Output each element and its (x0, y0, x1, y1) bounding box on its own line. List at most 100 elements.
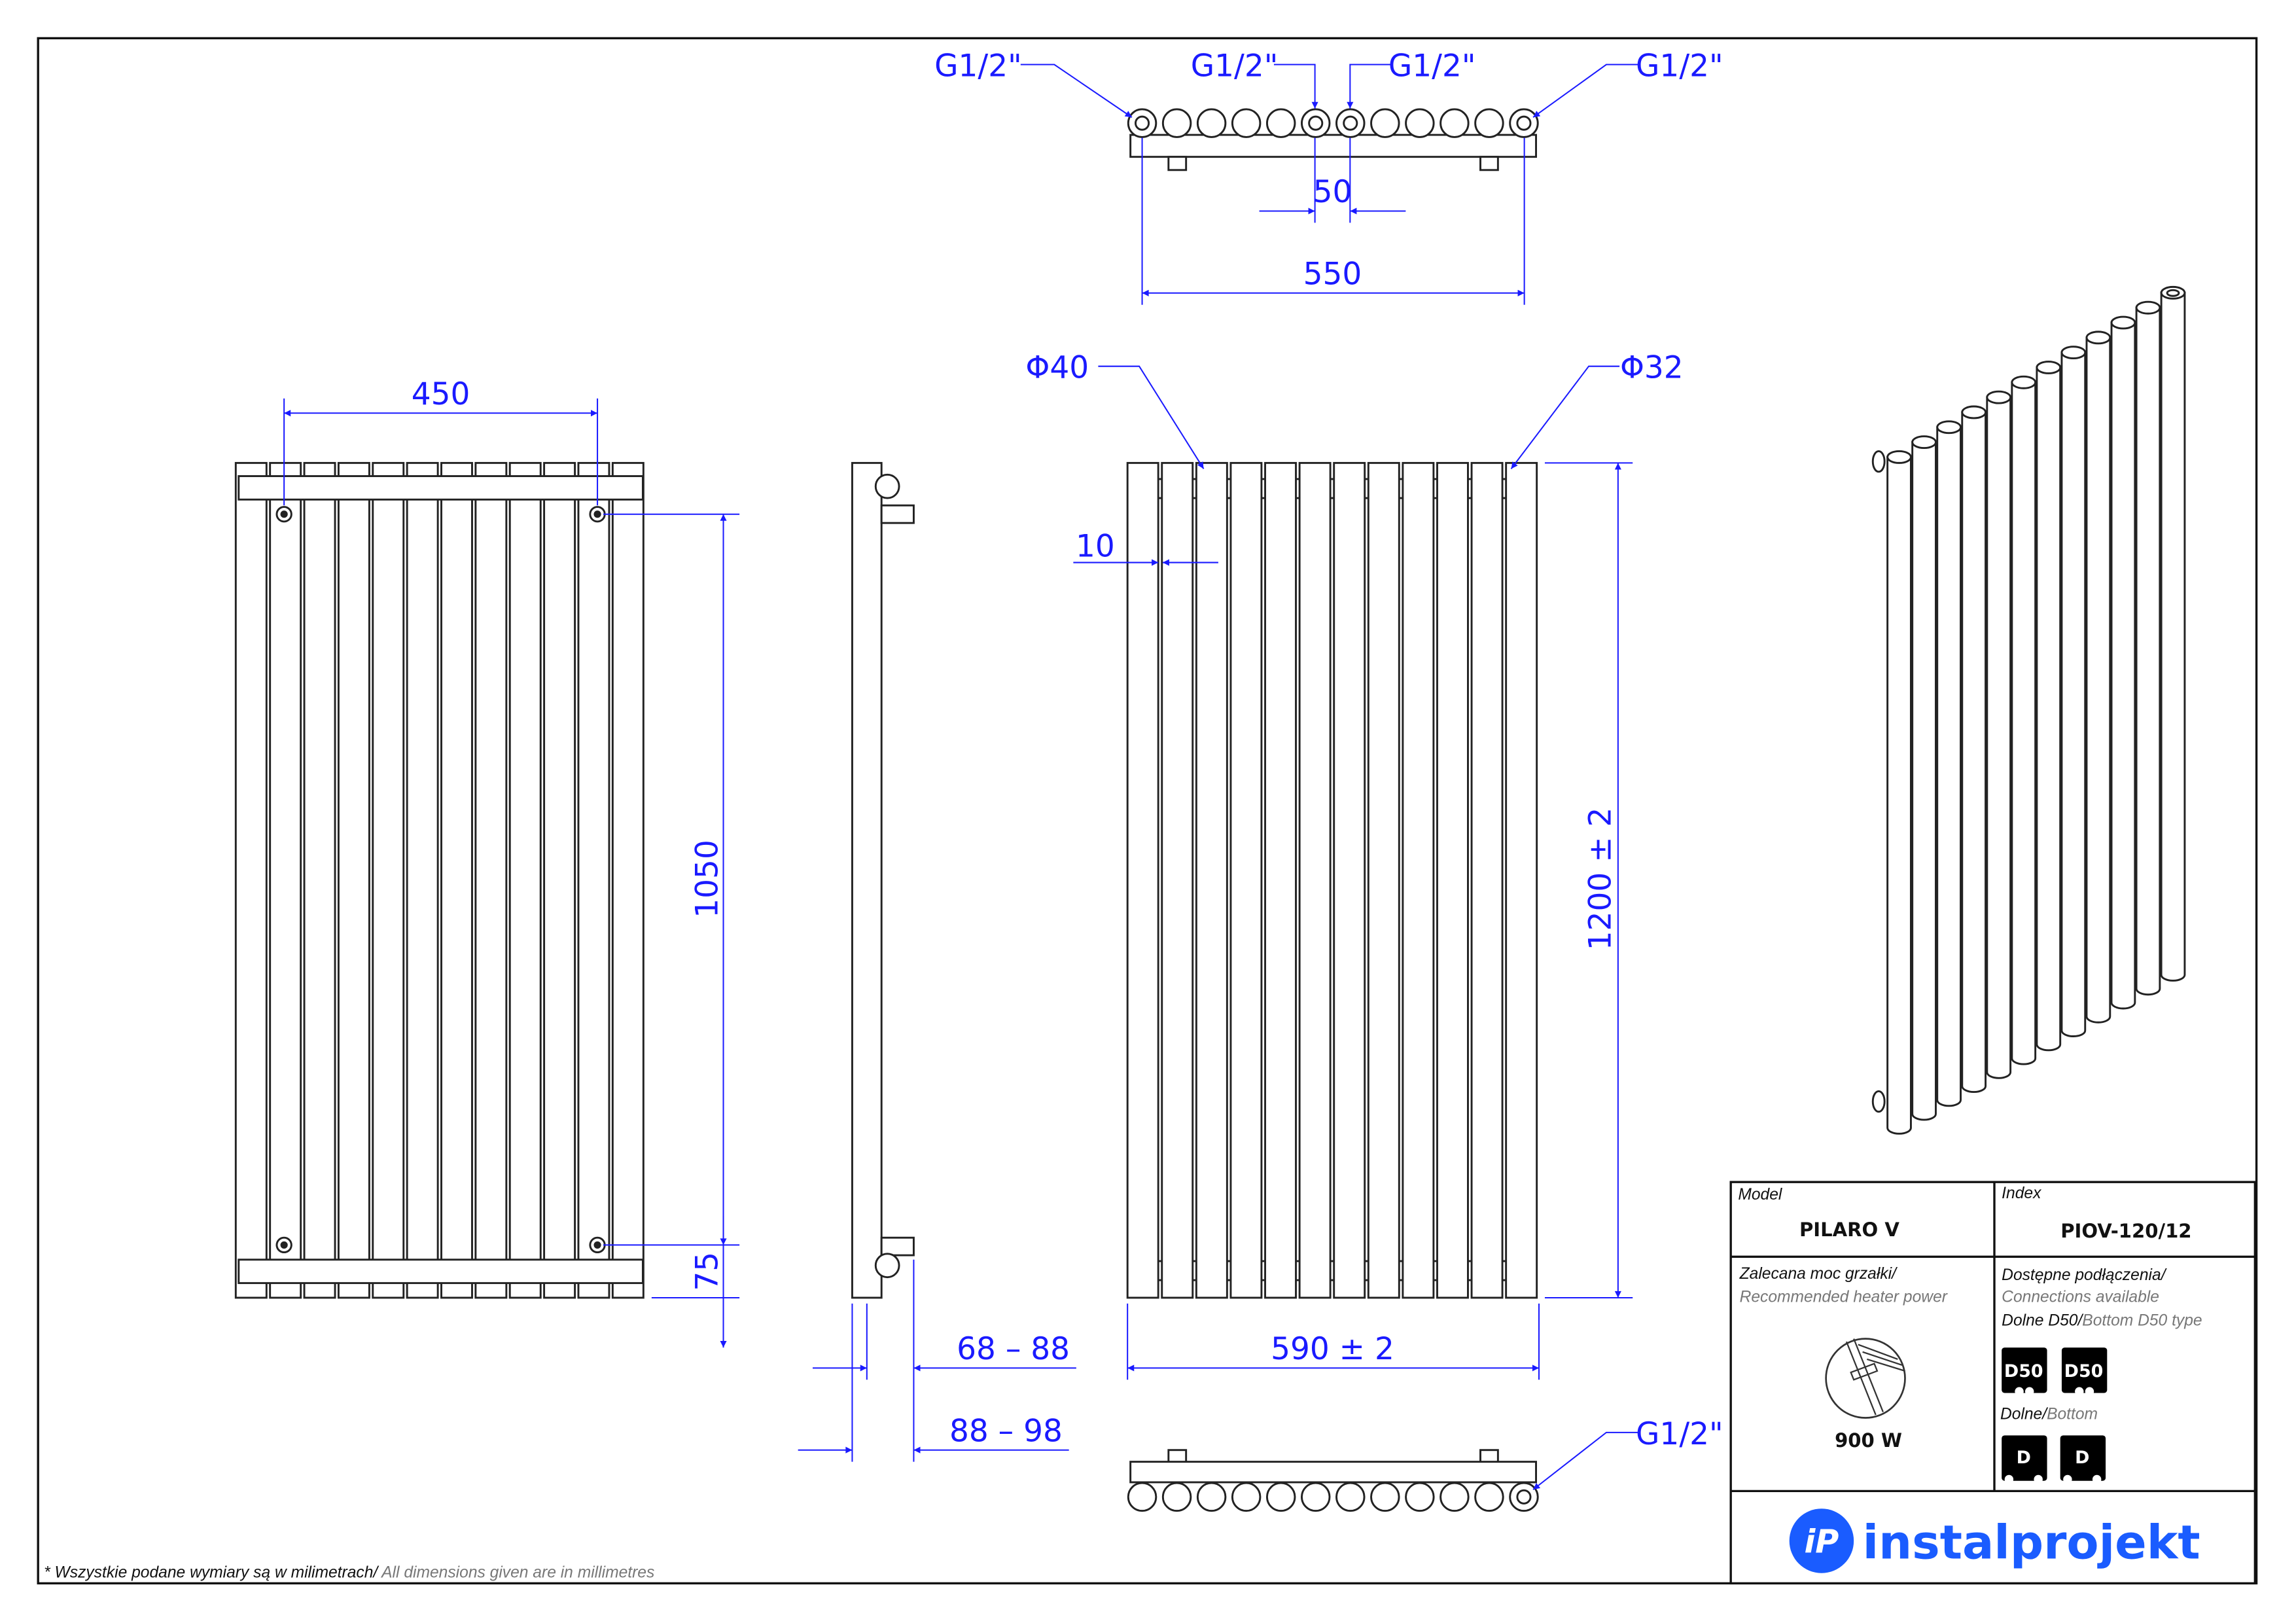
dim-10: 10 (1076, 529, 1115, 565)
iso-tube-top (1936, 420, 1962, 435)
dim-50: 50 (1313, 174, 1352, 210)
footnote-pl: * Wszystkie podane wymiary są w milimetr… (44, 1563, 379, 1581)
tube-section (1265, 1482, 1296, 1512)
tube-section (1335, 1482, 1366, 1512)
dim-75: 75 (690, 1252, 726, 1291)
radiator-tube (269, 461, 302, 1299)
top-collector (238, 475, 644, 501)
front-dimensions: 450 1050 75 (283, 376, 740, 1348)
d50-label-pl: Dolne D50/ (2002, 1311, 2083, 1329)
iso-tube-top (2135, 300, 2161, 315)
model-label: Model (1738, 1186, 1783, 1204)
tube-section (1509, 108, 1539, 138)
badge-d50-2: D50 (2061, 1347, 2108, 1396)
iso-tube (1936, 426, 1962, 1107)
tube-section (1474, 108, 1504, 138)
badge-d-2: D (2060, 1435, 2106, 1484)
title-block: Model PILARO V Index PIOV-120/12 Zalecan… (1729, 1181, 2257, 1585)
tube-section (1439, 108, 1470, 138)
bracket-dot (593, 1241, 601, 1249)
radiator-tube (508, 461, 542, 1299)
heater-power: 900 W (1835, 1429, 1902, 1452)
side-dimensions: 68 – 88 88 – 98 (798, 1259, 1076, 1462)
tube-section (1370, 108, 1400, 138)
dim-g12-2: G1/2" (1191, 48, 1279, 84)
tube-section (1161, 1482, 1192, 1512)
radiator-tube (1264, 461, 1297, 1299)
iso-tube (2085, 336, 2111, 1024)
dim-88-98: 88 – 98 (949, 1413, 1063, 1449)
footnote-en: All dimensions given are in millimetres (378, 1563, 654, 1581)
dim-450: 450 (412, 376, 470, 412)
radiator-tube (372, 461, 405, 1299)
connection-port (1135, 115, 1150, 131)
iso-tube-top (1886, 450, 1912, 464)
iso-tube (2135, 306, 2161, 996)
d50-label: Dolne D50/Bottom D50 type (2002, 1311, 2202, 1329)
connections-pl: Dostępne podłączenia/ (2002, 1266, 2167, 1284)
tube-section (1405, 108, 1435, 138)
dim-g12-1: G1/2" (934, 48, 1022, 84)
iso-tube (1886, 455, 1912, 1135)
iso-connection (1871, 1090, 1886, 1113)
iso-tube-top (2011, 375, 2037, 389)
logo-text: instalprojekt (1863, 1515, 2200, 1569)
rear-dimensions: 1200 ± 2 590 ± 2 10 Φ40 Φ32 (1025, 350, 1684, 1380)
iso-tube (2160, 291, 2186, 982)
tube-section (1265, 108, 1296, 138)
radiator-tube (1126, 461, 1159, 1299)
badge-d-1: D (2002, 1435, 2047, 1484)
iso-tube (1986, 396, 2012, 1079)
tube-section (1196, 108, 1227, 138)
bottom-label-en: Bottom (2047, 1406, 2098, 1423)
tube-section (1231, 108, 1262, 138)
iso-tube (1961, 411, 1987, 1094)
tube-section (1301, 1482, 1331, 1512)
radiator-tube (474, 461, 508, 1299)
radiator-tube (1367, 461, 1400, 1299)
dim-1200: 1200 ± 2 (1583, 808, 1619, 951)
iso-tube-top (2085, 330, 2111, 345)
radiator-tube (1298, 461, 1332, 1299)
bottom-label: Dolne/Bottom (2000, 1406, 2098, 1423)
dim-g12-bottom: G1/2" (1636, 1416, 1723, 1452)
radiator-tube (1505, 461, 1538, 1299)
bottom-collector (238, 1258, 644, 1285)
rear-view (1126, 461, 1538, 1299)
radiator-tube (234, 461, 268, 1299)
radiator-tube (1195, 461, 1228, 1299)
connection-port (1308, 115, 1324, 131)
badge-text: D50 (2004, 1361, 2043, 1382)
connection-port (1516, 1489, 1532, 1505)
iso-tube-top (1911, 435, 1937, 450)
bottom-view (1127, 1449, 1539, 1512)
connection-port (1516, 115, 1532, 131)
tube-section (1335, 108, 1366, 138)
tube-section (1196, 1482, 1227, 1512)
tube-section (1231, 1482, 1262, 1512)
connection-port (1343, 115, 1358, 131)
radiator-tube (1402, 461, 1435, 1299)
iso-tube-top (2160, 285, 2186, 300)
iso-connection (2166, 289, 2180, 297)
d50-label-en: Bottom D50 type (2082, 1311, 2202, 1329)
tube-section (1127, 108, 1157, 138)
iso-tube-top (2036, 361, 2062, 374)
bracket-dot (280, 1241, 288, 1249)
badge-text: D50 (2064, 1361, 2104, 1382)
dim-1050: 1050 (690, 840, 726, 918)
badge-text: D (2017, 1448, 2031, 1468)
dim-550: 550 (1303, 256, 1362, 292)
radiator-tube (1161, 461, 1194, 1299)
tube-section (1439, 1482, 1470, 1512)
top-view (1127, 108, 1539, 171)
radiator-tube (577, 461, 610, 1299)
radiator-tube (337, 461, 370, 1299)
heater-label-pl: Zalecana moc grzałki/ (1739, 1265, 1898, 1283)
iso-tube-top (1986, 390, 2012, 404)
connections-en: Connections available (2002, 1289, 2159, 1306)
badge-d50-1: D50 (2002, 1347, 2047, 1396)
radiator-tube (1436, 461, 1469, 1299)
dim-phi40: Φ40 (1025, 350, 1089, 386)
